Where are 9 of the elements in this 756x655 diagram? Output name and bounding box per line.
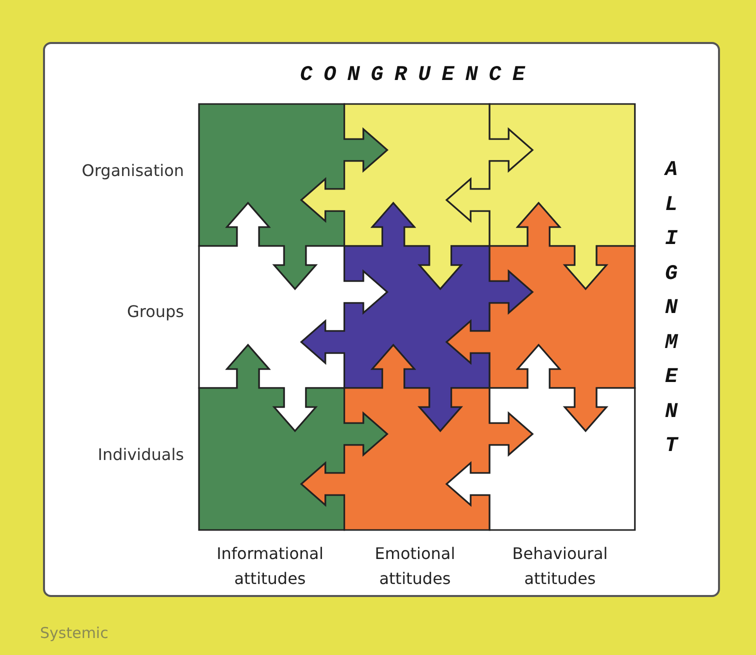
footer-label: Systemic	[40, 624, 108, 642]
column-label: Behavioural attitudes	[511, 543, 609, 590]
column-label: Emotional attitudes	[374, 543, 456, 590]
axis-title: ALIGNMENT	[665, 158, 680, 460]
row-label: Individuals	[98, 445, 184, 464]
axis-title: CONGRUENCE	[298, 64, 538, 87]
row-label: Organisation	[82, 161, 184, 180]
row-label: Groups	[126, 302, 184, 321]
column-label: Informational attitudes	[216, 543, 324, 590]
